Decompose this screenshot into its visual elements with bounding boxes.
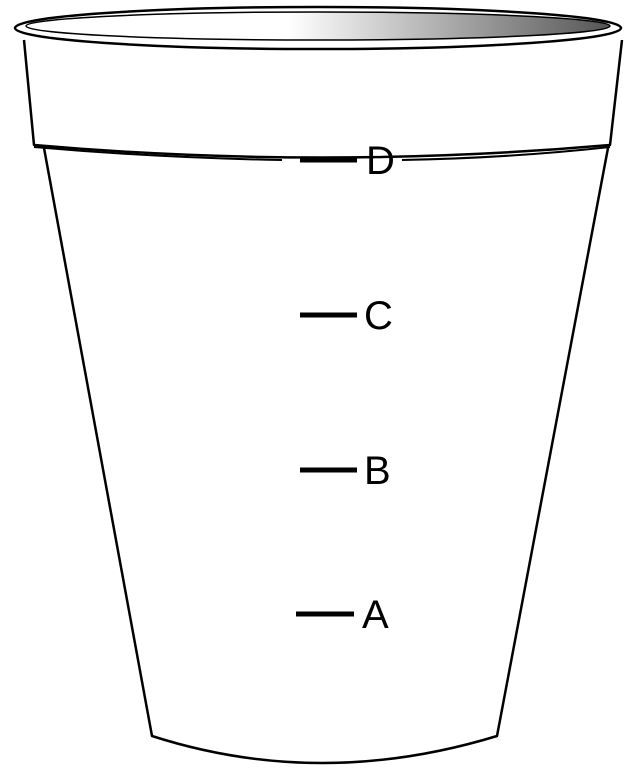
mark-d-label: D bbox=[366, 139, 395, 183]
mark-b-label: B bbox=[364, 449, 391, 493]
cup-rim-inner bbox=[25, 11, 611, 41]
cup-body bbox=[42, 147, 610, 765]
mark-d: D bbox=[300, 139, 395, 183]
mark-a: A bbox=[296, 593, 389, 637]
cup-collar bbox=[22, 39, 624, 159]
mark-c-label: C bbox=[364, 294, 393, 338]
mark-c: C bbox=[300, 294, 393, 338]
collar-seam-left bbox=[33, 146, 283, 161]
collar-seam-right bbox=[401, 146, 611, 161]
mark-a-label: A bbox=[362, 593, 389, 637]
mark-b: B bbox=[300, 449, 391, 493]
